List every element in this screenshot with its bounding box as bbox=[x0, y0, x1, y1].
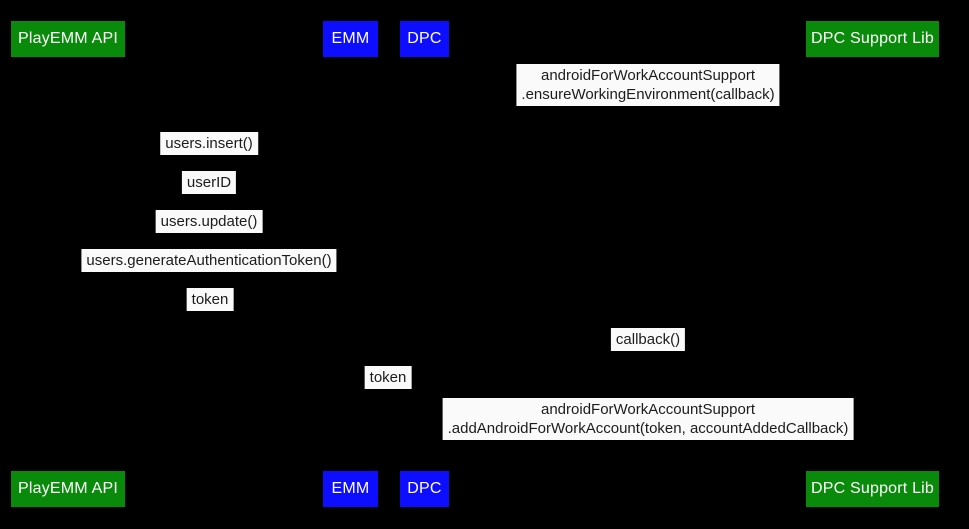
message-line: callback() bbox=[615, 331, 681, 348]
message-line: users.update() bbox=[160, 213, 258, 230]
message-label-add-android-for-work-account: androidForWorkAccountSupport .addAndroidF… bbox=[442, 398, 854, 440]
participant-dpc-top: DPC bbox=[400, 21, 449, 57]
message-label-user-id: userID bbox=[181, 171, 237, 194]
message-label-token-to-emm: token bbox=[186, 288, 234, 311]
participant-dpc-bottom: DPC bbox=[400, 471, 449, 507]
participant-emm-bottom: EMM bbox=[323, 471, 378, 507]
message-line: token bbox=[191, 291, 229, 308]
message-label-users-insert: users.insert() bbox=[160, 132, 258, 155]
message-line: userID bbox=[186, 174, 232, 191]
message-line: .ensureWorkingEnvironment(callback) bbox=[521, 86, 775, 103]
participant-dpc-support-lib-bottom: DPC Support Lib bbox=[806, 471, 939, 507]
participant-dpc-support-lib-top: DPC Support Lib bbox=[806, 21, 939, 57]
participant-playemm-api-top: PlayEMM API bbox=[11, 21, 125, 57]
message-line: users.insert() bbox=[165, 135, 253, 152]
message-line: androidForWorkAccountSupport bbox=[541, 401, 755, 418]
message-line: token bbox=[369, 369, 407, 386]
message-line: users.generateAuthenticationToken() bbox=[86, 252, 332, 269]
message-line: androidForWorkAccountSupport bbox=[540, 67, 755, 84]
message-label-users-update: users.update() bbox=[155, 210, 263, 233]
participant-playemm-api-bottom: PlayEMM API bbox=[11, 471, 125, 507]
message-label-ensure-working-environment: androidForWorkAccountSupport .ensureWorki… bbox=[516, 64, 780, 106]
message-line: .addAndroidForWorkAccount(token, account… bbox=[447, 420, 849, 437]
participant-emm-top: EMM bbox=[323, 21, 378, 57]
message-label-token-to-dpc: token bbox=[364, 366, 412, 389]
message-label-users-generate-authentication-token: users.generateAuthenticationToken() bbox=[81, 249, 337, 272]
message-label-callback: callback() bbox=[610, 328, 686, 351]
